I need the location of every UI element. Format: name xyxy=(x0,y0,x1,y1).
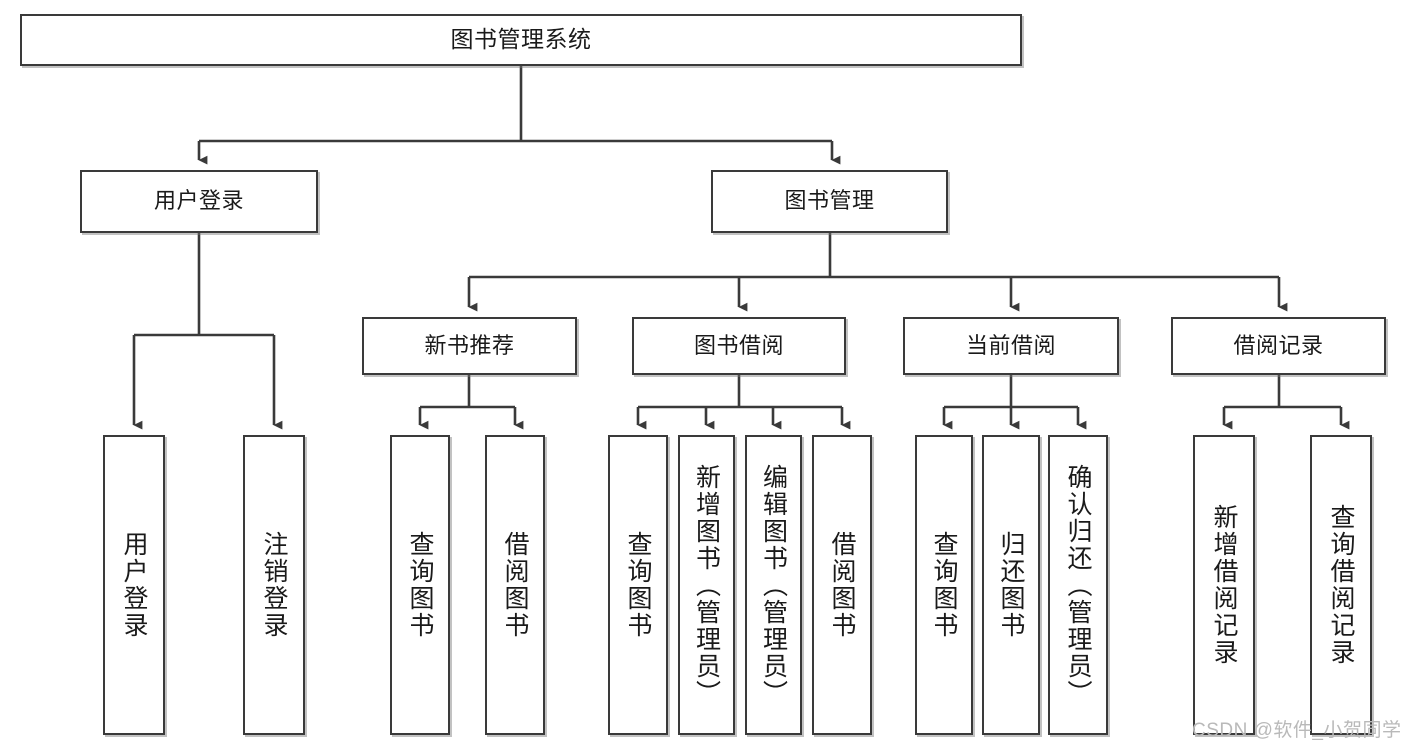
leaf-edit-book-admin[interactable]: 编辑图书（管理员） xyxy=(745,435,802,735)
node-current-borrow-label: 当前借阅 xyxy=(965,332,1056,358)
node-book-borrow-label: 图书借阅 xyxy=(693,332,784,358)
leaf-query-borrow-record-label: 查询借阅记录 xyxy=(1327,504,1355,666)
leaf-query-book-borrow[interactable]: 查询图书 xyxy=(608,435,668,735)
leaf-confirm-return-admin[interactable]: 确认归还（管理员） xyxy=(1048,435,1108,735)
node-borrow-record-label: 借阅记录 xyxy=(1233,332,1324,358)
leaf-return-book-label: 归还图书 xyxy=(997,531,1025,639)
leaf-user-login[interactable]: 用户登录 xyxy=(103,435,165,735)
node-book-management[interactable]: 图书管理 xyxy=(711,170,948,233)
node-user-login[interactable]: 用户登录 xyxy=(80,170,318,233)
node-new-book-recommend-label: 新书推荐 xyxy=(424,332,515,358)
leaf-borrow-book-recommend-label: 借阅图书 xyxy=(501,531,529,639)
node-user-login-label: 用户登录 xyxy=(153,188,244,214)
leaf-query-book-recommend-label: 查询图书 xyxy=(406,531,434,639)
leaf-query-book-recommend[interactable]: 查询图书 xyxy=(390,435,450,735)
node-current-borrow[interactable]: 当前借阅 xyxy=(903,317,1119,375)
leaf-return-book[interactable]: 归还图书 xyxy=(982,435,1040,735)
leaf-add-book-admin[interactable]: 新增图书（管理员） xyxy=(678,435,735,735)
leaf-borrow-book-recommend[interactable]: 借阅图书 xyxy=(485,435,545,735)
node-root[interactable]: 图书管理系统 xyxy=(20,14,1022,66)
leaf-borrow-book-label: 借阅图书 xyxy=(828,531,856,639)
node-root-label: 图书管理系统 xyxy=(450,26,592,53)
watermark: CSDN @软件_小贺同学 xyxy=(1192,720,1402,741)
leaf-query-book-current[interactable]: 查询图书 xyxy=(915,435,973,735)
leaf-query-book-borrow-label: 查询图书 xyxy=(624,531,652,639)
leaf-confirm-return-admin-label: 确认归还（管理员） xyxy=(1064,463,1092,707)
leaf-add-book-admin-label: 新增图书（管理员） xyxy=(692,463,721,707)
node-book-borrow[interactable]: 图书借阅 xyxy=(632,317,846,375)
node-book-management-label: 图书管理 xyxy=(784,188,875,214)
leaf-edit-book-admin-label: 编辑图书（管理员） xyxy=(759,463,788,707)
leaf-add-borrow-record-label: 新增借阅记录 xyxy=(1210,504,1238,666)
leaf-user-login-label: 用户登录 xyxy=(120,531,148,639)
leaf-logout[interactable]: 注销登录 xyxy=(243,435,305,735)
leaf-logout-label: 注销登录 xyxy=(260,531,288,639)
leaf-borrow-book[interactable]: 借阅图书 xyxy=(812,435,872,735)
leaf-add-borrow-record[interactable]: 新增借阅记录 xyxy=(1193,435,1255,735)
leaf-query-borrow-record[interactable]: 查询借阅记录 xyxy=(1310,435,1372,735)
node-new-book-recommend[interactable]: 新书推荐 xyxy=(362,317,577,375)
node-borrow-record[interactable]: 借阅记录 xyxy=(1171,317,1386,375)
leaf-query-book-current-label: 查询图书 xyxy=(930,531,958,639)
